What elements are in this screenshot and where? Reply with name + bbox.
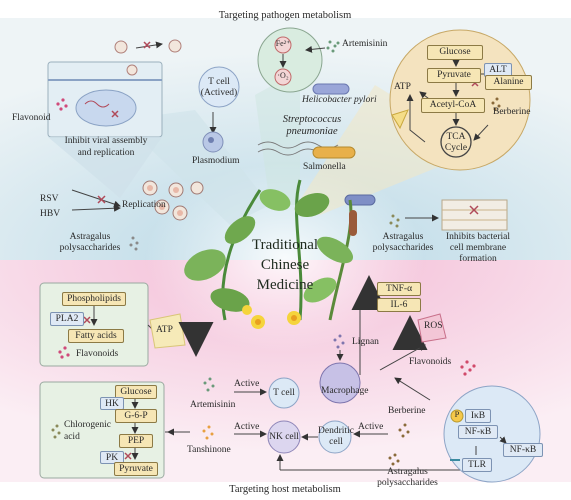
top-title: Targeting pathogen metabolism bbox=[218, 10, 352, 21]
active-label-2: Active bbox=[234, 422, 260, 432]
tcell-actived-line2: (Actived) bbox=[200, 88, 238, 98]
viral-caption-line1: Inhibit viral assembly bbox=[64, 136, 148, 146]
lignan-label: Lignan bbox=[352, 337, 379, 347]
iron-panel bbox=[257, 27, 323, 93]
metabolism-berberine-label: Berberine bbox=[493, 107, 531, 117]
viral-caption-line2: and replication bbox=[77, 148, 135, 158]
dendritic-line1: Dendritic bbox=[318, 426, 354, 436]
fatty-acids-box: Fatty acids bbox=[68, 329, 124, 343]
ros-label: ROS bbox=[424, 321, 443, 331]
membrane-line3: formation bbox=[459, 254, 497, 264]
lipid-atp-label: ATP bbox=[156, 325, 173, 335]
pla2-box: PLA2 bbox=[50, 312, 84, 326]
tca-line2: Cycle bbox=[444, 143, 468, 153]
tnf-box: TNF-α bbox=[377, 282, 421, 296]
dendritic-line2: cell bbox=[329, 437, 343, 447]
hbv-label: HBV bbox=[40, 209, 61, 219]
nk-cell-label: NK cell bbox=[269, 432, 299, 442]
glyco-glucose-box: Glucose bbox=[115, 385, 157, 399]
membrane-panel bbox=[441, 199, 508, 231]
phospho-label: P bbox=[454, 409, 460, 419]
salmonella-icon bbox=[312, 146, 356, 159]
plasmodium-label: Plasmodium bbox=[192, 156, 240, 166]
strep-line1: Streptococcus bbox=[282, 114, 342, 125]
center-title-line2: Chinese bbox=[260, 257, 310, 273]
glucose-box: Glucose bbox=[427, 45, 483, 60]
o2-label: ·O₂ bbox=[277, 71, 289, 80]
nk-cell-icon bbox=[267, 420, 301, 454]
salmonella-label: Salmonella bbox=[303, 162, 346, 172]
center-title-line3: Medicine bbox=[256, 277, 314, 293]
inhibit-cross-icon bbox=[111, 110, 119, 118]
tlr-box: TLR bbox=[462, 458, 492, 472]
immune-berberine-label: Berberine bbox=[388, 406, 426, 416]
glyco-pyruvate-box: Pyruvate bbox=[114, 462, 158, 476]
acetyl-coa-box: Acetyl-CoA bbox=[421, 98, 485, 113]
helicobacter-label: Helicobacter pylori bbox=[302, 95, 377, 105]
fe-label: Fe²⁺ bbox=[275, 39, 291, 48]
herbal-plants-illustration bbox=[184, 179, 357, 329]
chlorogenic-line1: Chlorogenic bbox=[64, 420, 111, 430]
tanshinone-label: Tanshinone bbox=[187, 445, 231, 455]
tcell-actived-line1: T cell bbox=[208, 77, 230, 87]
dendritic-cell-icon bbox=[318, 420, 352, 454]
center-title-line1: Traditional bbox=[251, 237, 319, 253]
viral-astragalus-line2: polysaccharides bbox=[59, 243, 121, 253]
metabolism-atp-label: ATP bbox=[394, 82, 411, 92]
pyruvate-box: Pyruvate bbox=[427, 68, 481, 83]
active-label-3: Active bbox=[358, 422, 384, 432]
iron-artemisinin-label: Artemisinin bbox=[342, 39, 388, 49]
replication-label: Replication bbox=[122, 200, 166, 210]
nfkb-box-1: NF-κB bbox=[458, 425, 498, 439]
nfkb-box-2: NF-κB bbox=[503, 443, 543, 457]
virus-icon bbox=[126, 64, 138, 76]
pk-box: PK bbox=[100, 451, 124, 464]
hk-box: HK bbox=[100, 397, 124, 410]
immune-flavonoids-label: Flavonoids bbox=[409, 357, 452, 367]
rsv-label: RSV bbox=[40, 194, 59, 204]
lipid-flavonoids-label: Flavonoids bbox=[76, 349, 119, 359]
membrane-line2: cell membrane bbox=[449, 243, 507, 253]
t-cell-icon bbox=[268, 377, 300, 409]
tca-cycle-icon bbox=[440, 126, 472, 158]
membrane-line1: Inhibits bacterial bbox=[445, 232, 511, 242]
alanine-box: Alanine bbox=[485, 75, 532, 90]
il6-box: IL-6 bbox=[377, 298, 421, 312]
host-cell-nucleus bbox=[75, 89, 137, 127]
t-cell-icon bbox=[198, 66, 240, 108]
atp-burst-icon bbox=[391, 109, 409, 130]
flavonoid-label: Flavonoid bbox=[12, 113, 51, 123]
macrophage-icon bbox=[319, 362, 361, 404]
t-cell-label: T cell bbox=[273, 388, 295, 398]
g6p-box: G-6-P bbox=[115, 409, 157, 423]
viral-astragalus-line1: Astragalus bbox=[69, 232, 111, 242]
immune-artemisinin-label: Artemisinin bbox=[190, 400, 236, 410]
immune-astragalus-line1: Astragalus bbox=[387, 467, 428, 477]
strep-line2: pneumoniae bbox=[286, 126, 338, 137]
chlorogenic-line2: acid bbox=[64, 432, 80, 442]
ikb-box: IκB bbox=[465, 409, 491, 423]
macrophage-label: Macrophage bbox=[321, 386, 369, 396]
pep-box: PEP bbox=[119, 434, 153, 448]
bottom-title: Targeting host metabolism bbox=[229, 484, 341, 495]
bacteria-astragalus-line1: Astragalus bbox=[382, 232, 424, 242]
tca-line1: TCA bbox=[446, 132, 466, 142]
helicobacter-icon bbox=[312, 83, 350, 95]
bacterium-icon bbox=[344, 194, 376, 206]
active-label-1: Active bbox=[234, 379, 260, 389]
bacteria-astragalus-line2: polysaccharides bbox=[372, 243, 434, 253]
immune-astragalus-line2: polysaccharides bbox=[377, 478, 438, 488]
ros-burst-icon bbox=[417, 313, 447, 343]
replicating-virus-icons bbox=[142, 180, 204, 221]
phospholipids-box: Phospholipids bbox=[62, 292, 126, 306]
